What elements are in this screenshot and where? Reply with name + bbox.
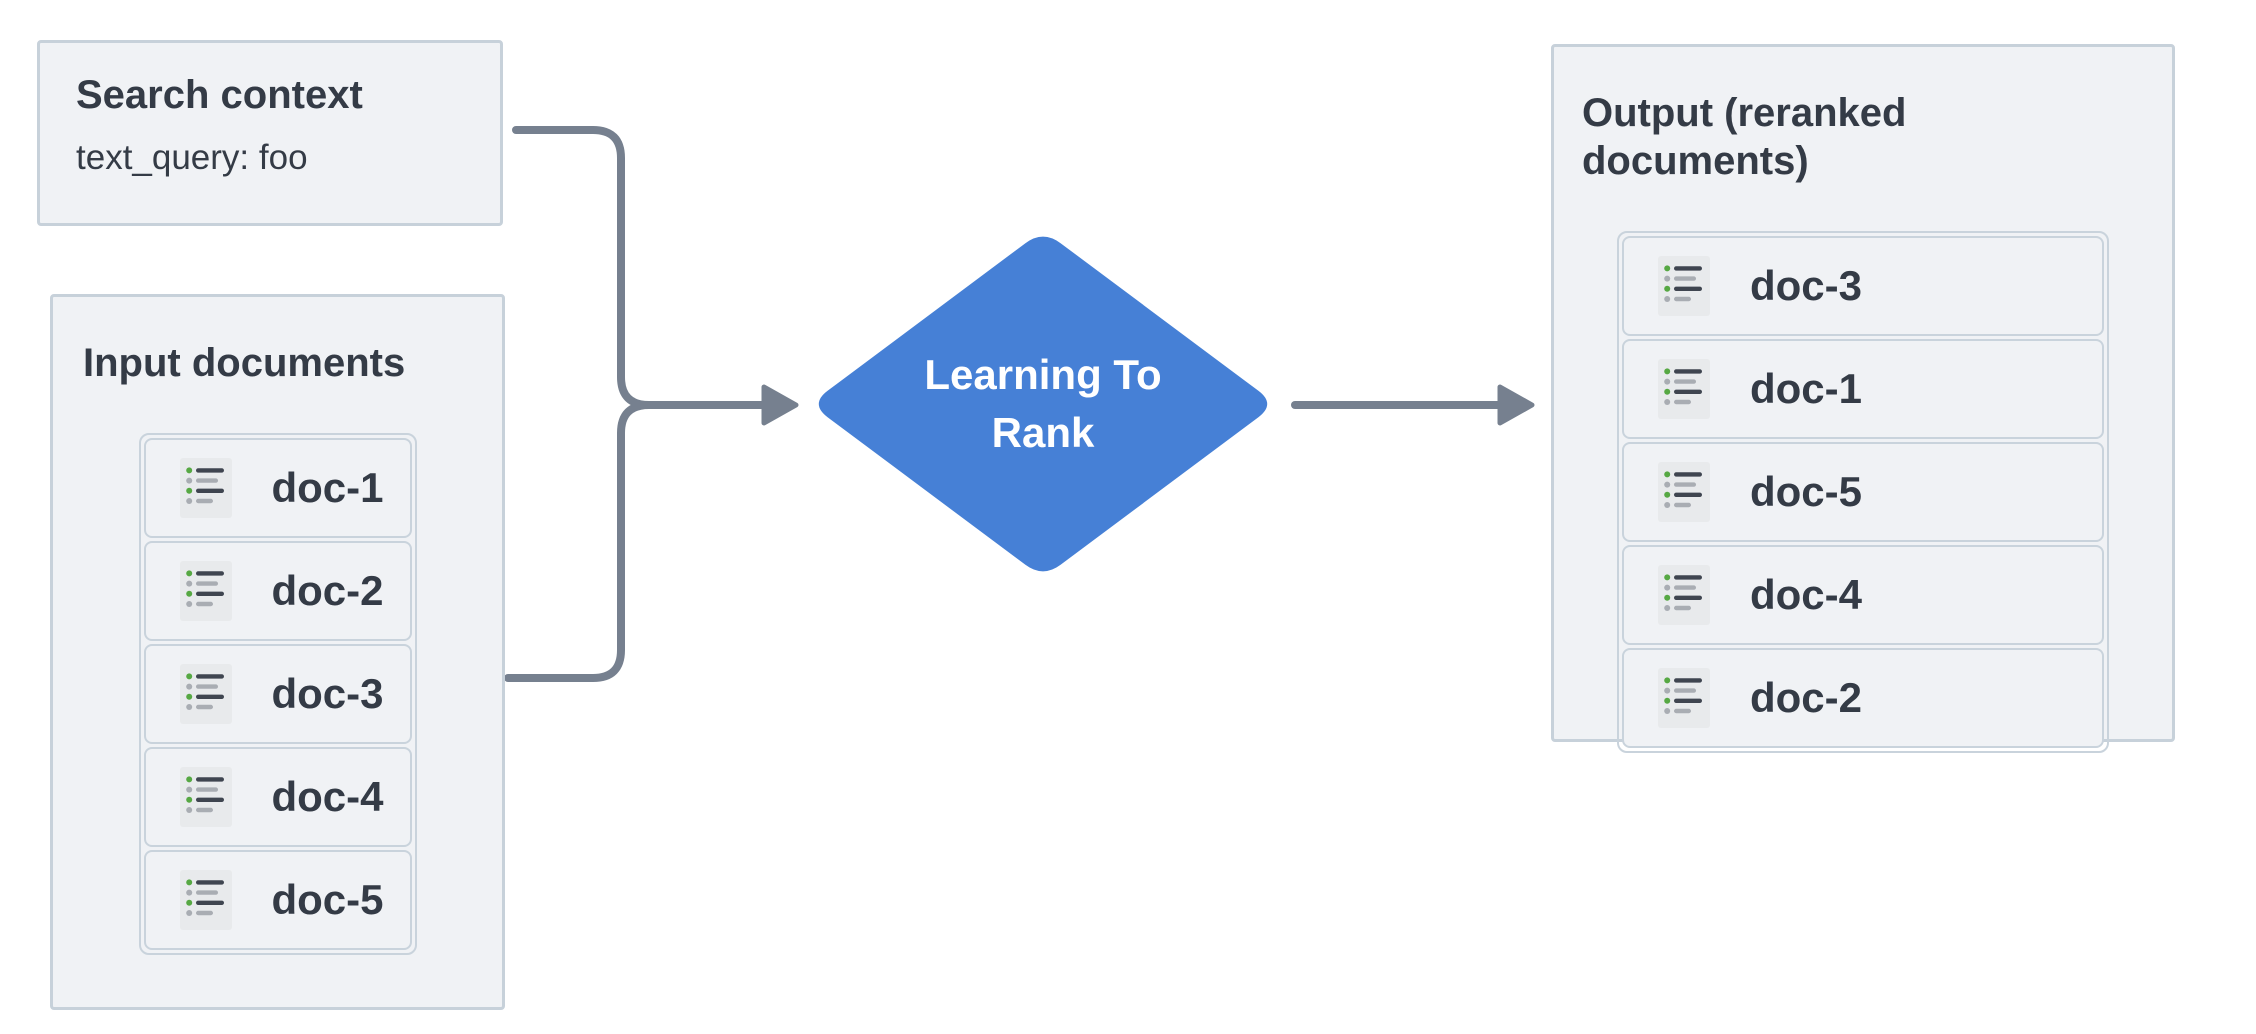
document-item: doc-1 [143,438,412,538]
document-list-icon [179,458,232,518]
document-list-icon [1658,256,1710,316]
output-document-list: doc-3 [1617,231,2109,753]
ltr-diamond-label: Learning To Rank [924,351,1162,456]
document-label: doc-3 [271,670,384,717]
document-list-icon [1658,668,1710,728]
document-list-icon [179,561,232,621]
input-documents-panel: Input documents [50,294,505,1010]
output-documents-title: Output (reranked documents) [1582,91,1907,183]
input-documents-connector [504,401,653,682]
document-item: doc-4 [143,747,412,847]
document-item: doc-2 [1622,648,2104,748]
document-list-icon [1658,462,1710,522]
input-documents-title: Input documents [83,341,406,385]
document-list-icon [1658,359,1710,419]
document-item: doc-3 [1622,236,2104,336]
output-documents-panel: Output (reranked documents) [1551,44,2175,753]
document-list-icon [179,870,232,930]
document-label: doc-4 [271,773,384,820]
document-label: doc-4 [1750,571,1863,618]
document-label: doc-1 [271,464,384,511]
document-label: doc-2 [1750,674,1863,721]
document-item: doc-3 [143,644,412,744]
document-item: doc-4 [1622,545,2104,645]
search-context-connector [512,126,653,409]
document-item: doc-2 [143,541,412,641]
document-list-icon [179,767,232,827]
output-arrowhead-icon [1497,384,1535,426]
search-context-panel: Search context text_query: foo [37,40,503,226]
search-context-title: Search context [76,73,363,117]
document-label: doc-3 [1750,262,1863,309]
document-item: doc-5 [143,850,412,950]
document-label: doc-5 [271,876,384,923]
document-label: doc-5 [1750,468,1863,515]
document-label: doc-2 [271,567,384,614]
document-list-icon [179,664,232,724]
document-list-icon [1658,565,1710,625]
learning-to-rank-diamond [818,236,1268,572]
input-document-list: doc-1 [138,433,417,955]
document-label: doc-1 [1750,365,1863,412]
merge-arrowhead-icon [761,384,799,426]
document-item: doc-1 [1622,339,2104,439]
search-query-text: text_query: foo [76,138,308,177]
document-item: doc-5 [1622,442,2104,542]
